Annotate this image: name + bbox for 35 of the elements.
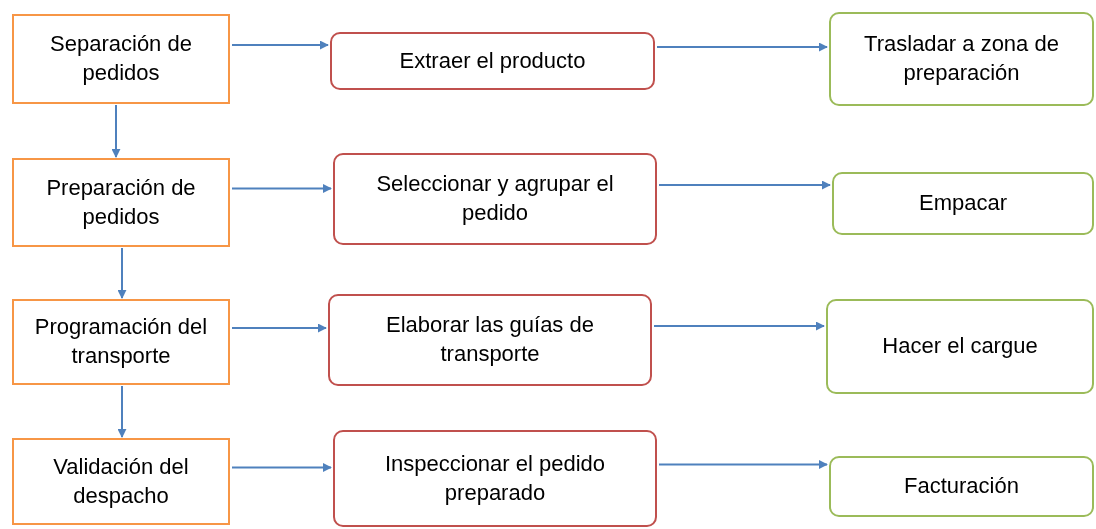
process-box: [826, 299, 1094, 394]
process-box: [12, 158, 230, 247]
box-label: Separación de pedidos: [49, 30, 193, 87]
arrow: [658, 460, 828, 469]
process-box: [333, 153, 657, 245]
arrow: [658, 180, 831, 190]
arrow: [231, 463, 332, 472]
arrow: [117, 385, 127, 438]
box-label: Extraer el producto: [398, 46, 587, 75]
box-label: Programación del transporte: [33, 313, 209, 370]
process-box: [829, 456, 1094, 517]
arrow: [231, 184, 332, 193]
process-box: [328, 294, 652, 386]
arrow: [117, 247, 127, 299]
arrow: [231, 323, 327, 333]
process-box: [333, 430, 657, 527]
process-box: [330, 32, 655, 90]
arrow: [111, 104, 121, 158]
box-label: Seleccionar y agrupar el pedido: [375, 170, 615, 227]
box-label: Facturación: [903, 472, 1020, 501]
arrow: [231, 40, 329, 50]
box-label: Trasladar a zona de preparación: [863, 30, 1060, 87]
box-label: Empacar: [917, 189, 1008, 218]
box-label: Elaborar las guías de transporte: [385, 311, 595, 368]
process-box: [12, 438, 230, 525]
process-box: [12, 299, 230, 385]
arrow: [656, 42, 828, 52]
box-label: Hacer el cargue: [881, 332, 1039, 361]
process-box: [832, 172, 1094, 235]
box-label: Validación del despacho: [52, 452, 190, 510]
process-box: [829, 12, 1094, 106]
box-label: Inspeccionar el pedido preparado: [383, 449, 607, 507]
box-label: Preparación de pedidos: [45, 173, 197, 231]
process-box: [12, 14, 230, 104]
arrow: [653, 321, 825, 331]
